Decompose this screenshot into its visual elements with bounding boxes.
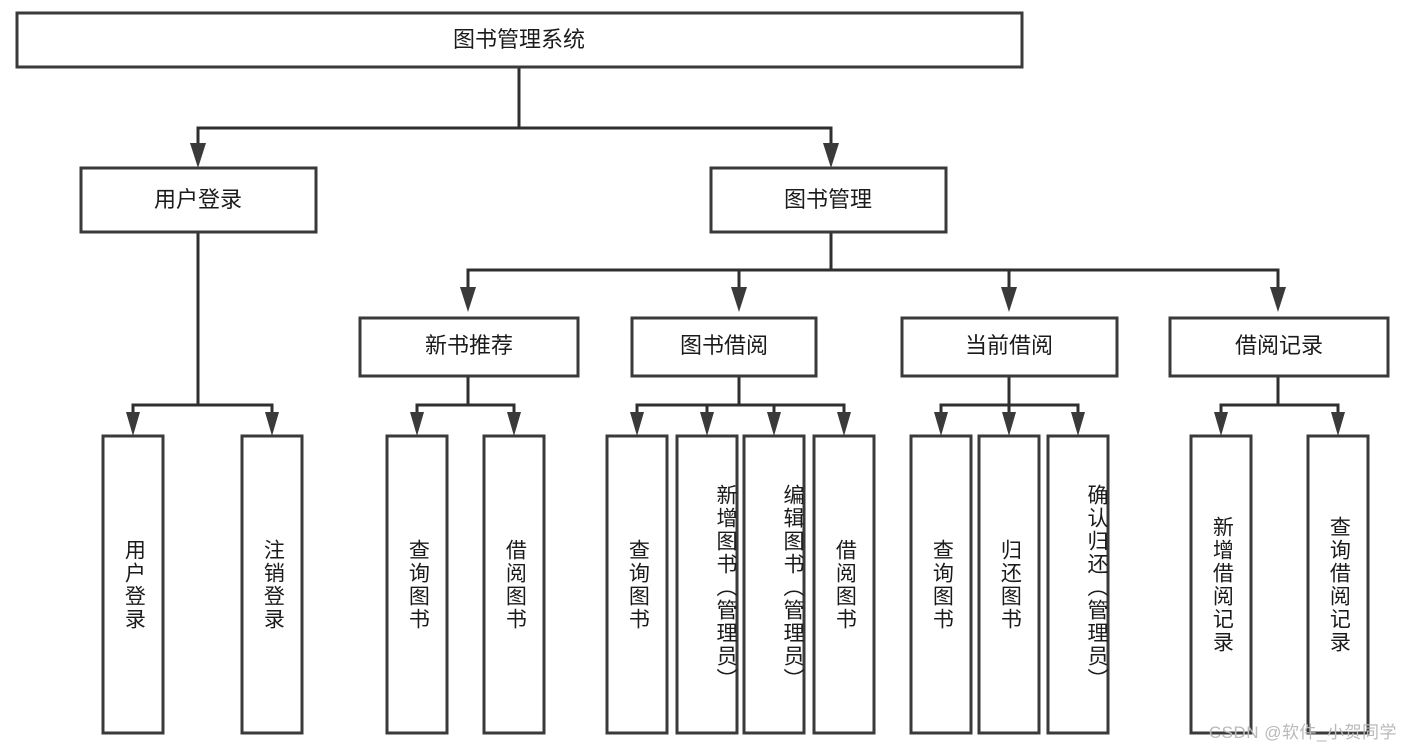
node-current-borrow-box[interactable] (900, 316, 1119, 378)
connector-group-new-book-recommend (410, 374, 521, 436)
arrow-head-current-borrow (1001, 287, 1017, 312)
node-user-login-box[interactable] (79, 166, 318, 234)
node-book-borrow[interactable]: 图书借阅 (630, 316, 818, 378)
leaf-box-borrow-book-1[interactable] (482, 434, 546, 735)
arrow-head-book-management (823, 143, 839, 168)
leaf-box-query-book-2[interactable] (605, 434, 669, 735)
connector-group-user-login (126, 230, 279, 436)
leaf-box-query-record[interactable] (1306, 434, 1370, 735)
arrow-head-leaf-return-book (1002, 412, 1016, 436)
node-root-box[interactable] (15, 11, 1024, 69)
node-new-book-recommend[interactable]: 新书推荐 (358, 316, 580, 378)
leaf-boxes-group (101, 434, 1370, 735)
arrow-head-book-borrow (731, 287, 747, 312)
node-root-label: 图书管理系统 (453, 27, 585, 52)
node-new-book-recommend-box[interactable] (358, 316, 580, 378)
arrow-head-leaf-logout-login (265, 412, 279, 436)
leaf-box-query-book-1[interactable] (385, 434, 449, 735)
arrow-head-leaf-confirm-return (1071, 412, 1085, 436)
leaf-box-edit-book[interactable] (742, 434, 806, 735)
node-user-login-label: 用户登录 (154, 187, 242, 212)
arrow-head-leaf-borrow-book-1 (507, 412, 521, 436)
node-current-borrow-label: 当前借阅 (965, 333, 1053, 358)
node-book-management-box[interactable] (709, 166, 948, 234)
leaf-box-return-book[interactable] (977, 434, 1041, 735)
arrow-head-leaf-edit-book (767, 412, 781, 436)
leaf-box-user-login[interactable] (101, 434, 165, 735)
node-book-management-label: 图书管理 (784, 187, 872, 212)
node-borrow-record-label: 借阅记录 (1235, 333, 1323, 358)
csdn-watermark: CSDN @软件_小贺同学 (1208, 723, 1397, 742)
arrow-head-leaf-query-book-1 (410, 412, 424, 436)
arrow-head-leaf-user-login (126, 412, 140, 436)
leaf-box-add-book[interactable] (675, 434, 739, 735)
leaf-box-add-record[interactable] (1189, 434, 1253, 735)
connector-group-borrow-record (1214, 374, 1345, 436)
leaf-box-confirm-return[interactable] (1046, 434, 1110, 735)
leaf-box-logout-login[interactable] (240, 434, 304, 735)
node-new-book-recommend-label: 新书推荐 (425, 333, 513, 358)
arrow-head-leaf-borrow-book-2 (837, 412, 851, 436)
node-borrow-record[interactable]: 借阅记录 (1168, 316, 1390, 378)
leaf-box-borrow-book-2[interactable] (812, 434, 876, 735)
arrow-head-new-book-recommend (460, 287, 476, 312)
connector-group-book-borrow (630, 374, 851, 436)
node-book-management[interactable]: 图书管理 (709, 166, 948, 234)
node-current-borrow[interactable]: 当前借阅 (900, 316, 1119, 378)
node-book-borrow-label: 图书借阅 (680, 333, 768, 358)
node-book-borrow-box[interactable] (630, 316, 818, 378)
connector-group-book-management (460, 230, 1286, 312)
arrow-head-leaf-add-record (1214, 412, 1228, 436)
connector-group-current-borrow (934, 374, 1085, 436)
arrow-head-leaf-query-book-2 (630, 412, 644, 436)
arrow-head-leaf-add-book (700, 412, 714, 436)
connector-group-root (190, 65, 839, 168)
arrow-head-leaf-query-record (1331, 412, 1345, 436)
leaf-box-query-book-3[interactable] (909, 434, 973, 735)
arrow-head-leaf-query-book-3 (934, 412, 948, 436)
arrow-head-borrow-record (1270, 287, 1286, 312)
arrow-head-user-login (190, 143, 206, 168)
node-user-login[interactable]: 用户登录 (79, 166, 318, 234)
node-borrow-record-box[interactable] (1168, 316, 1390, 378)
node-root-book-management-system[interactable]: 图书管理系统 (15, 11, 1024, 69)
